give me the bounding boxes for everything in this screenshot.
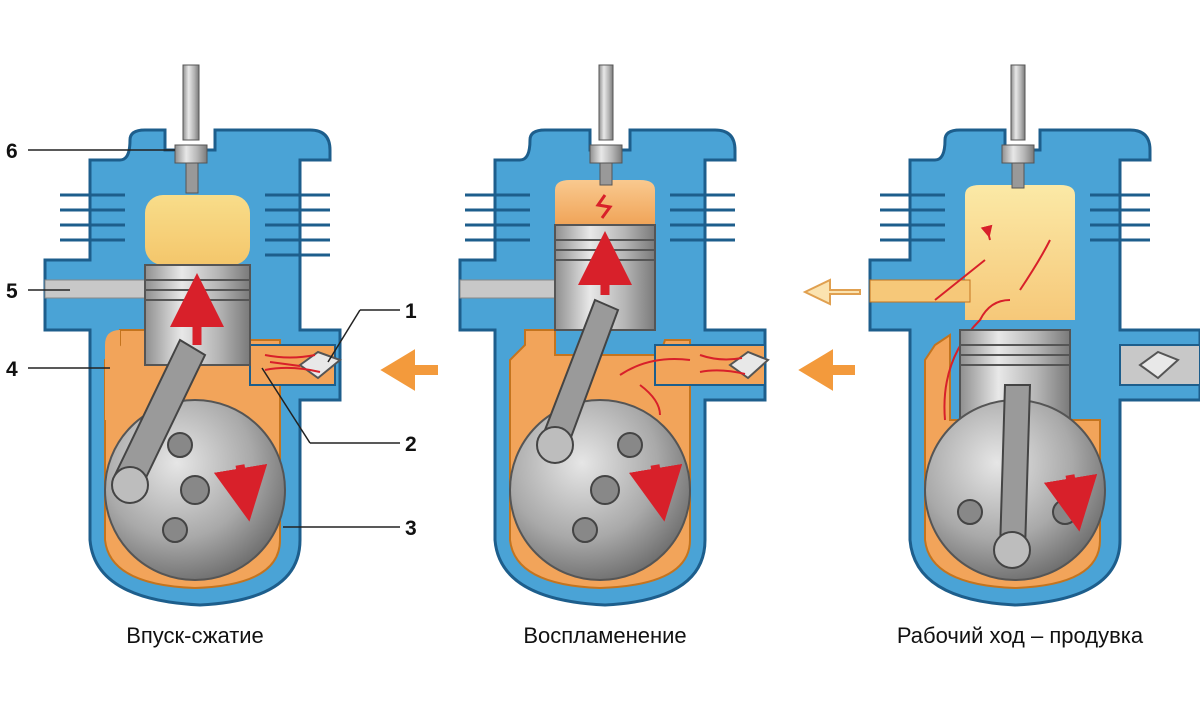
fuel-flow-lines xyxy=(619,354,746,416)
intake-arrow xyxy=(380,349,438,391)
caption-ignition: Воспламенение xyxy=(523,623,686,648)
crank-rotation-arrow xyxy=(1043,473,1098,532)
engine-intake-compression xyxy=(43,64,438,607)
connecting-rod xyxy=(998,384,1032,551)
callout-6: 6 xyxy=(6,140,18,163)
combustion-chamber xyxy=(145,195,250,265)
scavenge-flow-lines xyxy=(934,228,1051,421)
engine-power-scavenging xyxy=(802,64,1200,607)
combustion-chamber xyxy=(965,185,1075,320)
spark xyxy=(595,194,613,219)
spark-plug xyxy=(589,64,623,186)
engine-ignition xyxy=(458,64,855,607)
exhaust-port xyxy=(44,279,146,299)
exhaust-port xyxy=(459,279,556,299)
caption-intake-compression: Впуск-сжатие xyxy=(126,623,264,648)
flywheel-hole xyxy=(617,432,643,458)
intake-arrow xyxy=(798,349,855,391)
exhaust-arrow xyxy=(802,278,861,306)
flywheel-hole xyxy=(180,475,210,505)
crank-pin xyxy=(536,426,574,464)
flywheel-hole xyxy=(162,517,188,543)
flywheel-hole xyxy=(167,432,193,458)
callout-5: 5 xyxy=(6,280,18,303)
fuel-flow-lines xyxy=(264,354,321,373)
callout-3: 3 xyxy=(405,517,417,540)
crank-rotation-arrow xyxy=(213,463,268,522)
cooling-fins xyxy=(60,193,330,257)
flywheel-hole xyxy=(957,499,983,525)
reed-valve xyxy=(1138,350,1180,380)
spark-plug xyxy=(174,64,208,194)
flywheel-hole xyxy=(590,475,620,505)
cooling-fins xyxy=(465,193,735,242)
flywheel-hole xyxy=(572,517,598,543)
combustion-chamber xyxy=(555,180,655,225)
crank-rotation-arrow xyxy=(628,463,683,522)
callout-1: 1 xyxy=(405,300,417,323)
callout-4: 4 xyxy=(6,358,18,381)
cooling-fins xyxy=(880,193,1150,242)
caption-power-scavenging: Рабочий ход – продувка xyxy=(897,623,1144,648)
crank-pin xyxy=(993,531,1031,569)
callout-leaders xyxy=(28,149,400,528)
exhaust-port-open xyxy=(869,279,971,303)
transfer-channel xyxy=(105,330,120,420)
callout-2: 2 xyxy=(405,433,417,456)
spark-plug xyxy=(1001,64,1035,189)
crank-pin xyxy=(111,466,149,504)
